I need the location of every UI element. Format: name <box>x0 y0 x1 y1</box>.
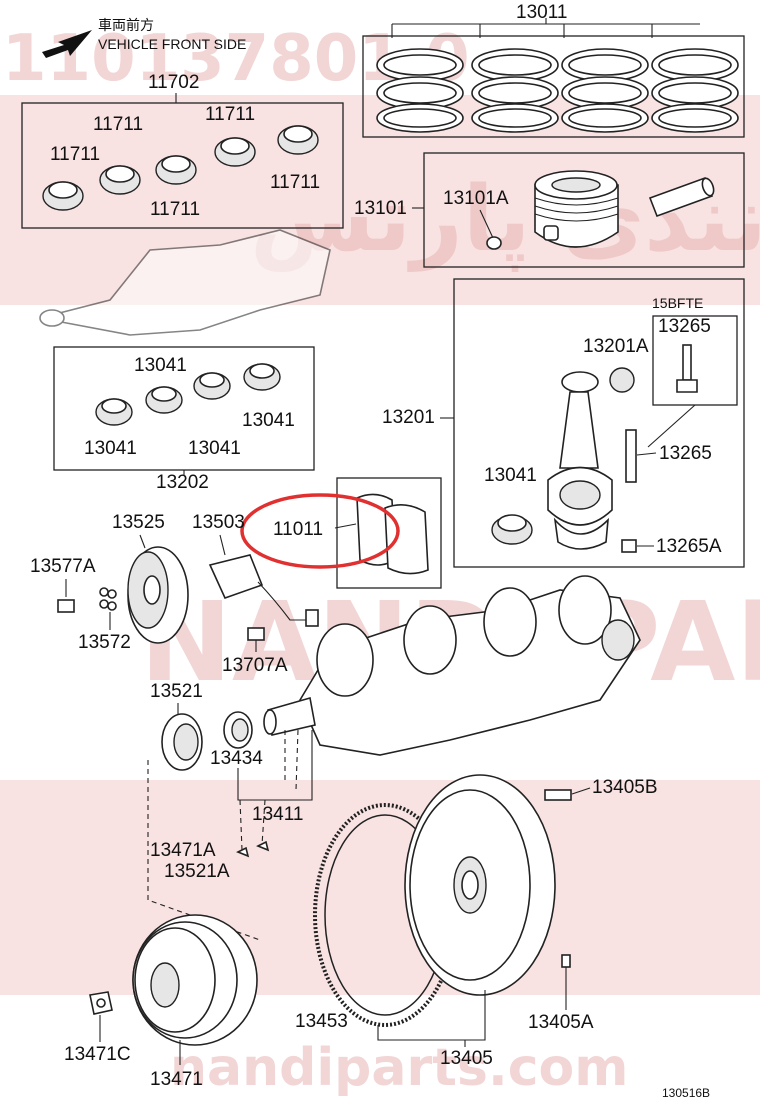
connecting-rod-box <box>453 278 745 568</box>
piston-ring-bracket <box>391 18 700 38</box>
crankshaft <box>263 575 641 756</box>
piston-pin <box>648 176 715 218</box>
crank-bearing-group: 11702 11711 11711 11711 11711 11711 <box>21 72 344 229</box>
crank-pulley-group: 13471C 13471 <box>64 914 258 1090</box>
watermark: 110137801 0 نندی پارتس NANDI PARTS nandi… <box>0 22 760 1098</box>
label-13707A: 13707A <box>222 655 288 676</box>
crank-bearing-box <box>21 102 344 229</box>
sensor-bolt <box>247 627 265 641</box>
label-13572: 13572 <box>78 632 131 653</box>
rod-bolt <box>625 429 637 483</box>
rod-bolt-inset <box>676 344 698 393</box>
label-13471: 13471 <box>150 1069 203 1090</box>
piston-ring-box <box>362 35 745 138</box>
gear-bolt <box>57 599 75 613</box>
label-13041-c: 13041 <box>84 438 137 459</box>
label-13453: 13453 <box>295 1011 348 1032</box>
label-11702: 11702 <box>148 72 199 93</box>
front-label-en: VEHICLE FRONT SIDE <box>98 36 246 52</box>
label-11711-d: 11711 <box>150 199 200 220</box>
oil-pump-drive-gear <box>223 711 253 749</box>
rod-bearing-shells <box>95 363 281 426</box>
crankshaft-ghost <box>39 229 331 336</box>
label-13525: 13525 <box>112 512 165 533</box>
label-13041-e: 13041 <box>484 465 537 486</box>
piston <box>534 170 619 248</box>
label-13434: 13434 <box>210 748 263 769</box>
label-11711-c: 11711 <box>50 144 100 165</box>
label-13101: 13101 <box>354 198 407 219</box>
connecting-rod-group: 13201 15BFTE 13265 13201A 13265 13041 13… <box>382 278 745 568</box>
piston-group: 13101 13101A <box>354 152 745 268</box>
label-13503: 13503 <box>192 512 245 533</box>
label-13041-a: 13041 <box>134 355 187 376</box>
small-end-bushing <box>609 367 635 393</box>
crank-timing-gear <box>161 713 203 771</box>
label-13471A: 13471A <box>150 840 216 861</box>
woodruff-key-1 <box>236 846 250 858</box>
label-13405: 13405 <box>440 1048 493 1069</box>
piston-pin-clip <box>486 236 502 250</box>
flywheel <box>404 774 556 996</box>
engine-code: 15BFTE <box>652 295 703 311</box>
pulley-bolt <box>89 991 113 1015</box>
thrust-washer-group: 11011 <box>240 477 442 589</box>
watermark-band-bottom <box>0 780 760 995</box>
crank-pulley <box>132 914 258 1046</box>
flywheel-dowel <box>561 954 571 968</box>
label-13577A: 13577A <box>30 556 96 577</box>
label-13202: 13202 <box>156 472 209 493</box>
piston-rings <box>376 48 739 133</box>
figure-code: 130516B <box>662 1086 710 1100</box>
label-13521A: 13521A <box>164 861 230 882</box>
thrust-washer-box <box>336 477 442 589</box>
label-13201A: 13201A <box>583 336 649 357</box>
label-11711-b: 11711 <box>205 104 255 125</box>
crank-gear-group: 13525 13503 13577A 13572 13707A <box>30 512 319 676</box>
piston-box <box>423 152 745 268</box>
label-13521: 13521 <box>150 681 203 702</box>
label-13405B: 13405B <box>592 777 658 798</box>
front-arrow-icon <box>42 30 92 58</box>
flywheel-bolt <box>544 789 572 801</box>
label-11711-a: 11711 <box>93 114 143 135</box>
highlight-circle <box>240 493 400 569</box>
rod-nut <box>621 539 637 553</box>
label-11011: 11011 <box>273 519 323 540</box>
woodruff-key-2 <box>256 840 270 852</box>
label-13101A: 13101A <box>443 188 509 209</box>
label-13265-mid: 13265 <box>659 443 712 464</box>
label-13411: 13411 <box>252 804 303 825</box>
front-direction-indicator: 車両前方 VEHICLE FRONT SIDE <box>42 17 246 58</box>
gear-key <box>99 587 117 611</box>
crank-gear <box>127 546 189 644</box>
piston-ring-set-group: 13011 <box>362 2 745 138</box>
watermark-band-top <box>0 95 760 305</box>
rod-bearing-group: 13041 13041 13041 13041 13202 <box>53 346 315 493</box>
crank-position-sensor <box>208 554 319 627</box>
label-13041-d: 13041 <box>188 438 241 459</box>
watermark-arabic: نندی پارتس <box>250 167 760 272</box>
flywheel-group: 13405B 13453 13405A 13405 <box>295 774 658 1069</box>
label-13265A: 13265A <box>656 536 722 557</box>
crank-bearing-shells <box>42 125 319 211</box>
label-13201: 13201 <box>382 407 435 428</box>
connecting-rod <box>547 371 613 550</box>
crank-timing-gear-group: 13521 13434 13411 13471A 13521A <box>147 681 313 941</box>
label-11711-e: 11711 <box>270 172 320 193</box>
label-13011: 13011 <box>516 2 567 23</box>
label-13041-b: 13041 <box>242 410 295 431</box>
label-13265-top: 13265 <box>658 316 711 337</box>
watermark-brand-url: nandiparts.com <box>170 1038 628 1098</box>
label-13471C: 13471C <box>64 1044 131 1065</box>
label-13405A: 13405A <box>528 1012 594 1033</box>
front-label-jp: 車両前方 <box>98 17 154 33</box>
